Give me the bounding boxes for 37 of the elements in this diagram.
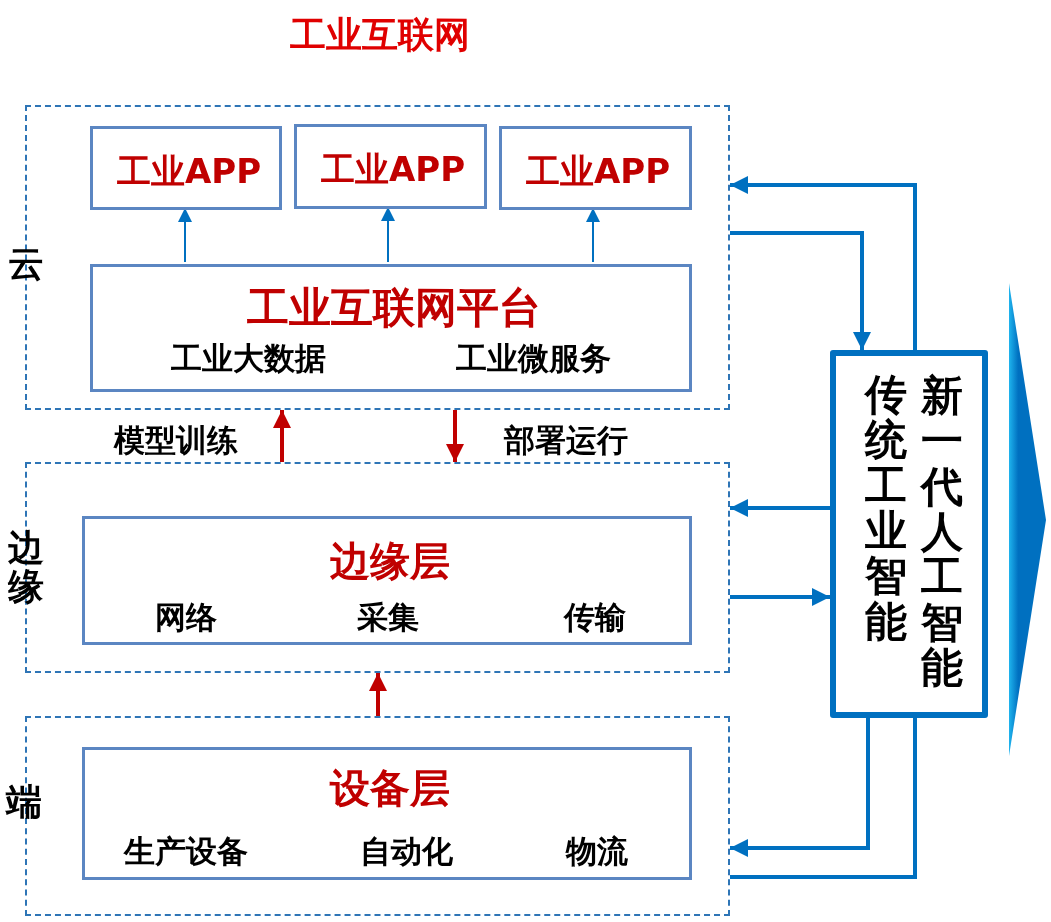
arrow: [730, 231, 871, 350]
item-label: 物流: [566, 835, 628, 867]
app-label: 工业APP: [116, 154, 262, 188]
app-box: [294, 124, 487, 209]
app-label: 工业APP: [320, 152, 466, 186]
item-label: 工业大数据: [170, 342, 326, 374]
item-label: 生产设备: [124, 835, 248, 867]
arrow: [730, 588, 830, 606]
box-title: 工业互联网平台: [247, 287, 541, 329]
vertical-label: 传统工业智能: [865, 371, 907, 645]
arrow: [730, 499, 830, 517]
ai-box: [830, 350, 988, 718]
app-label: 工业APP: [525, 154, 671, 188]
layer-box: [82, 516, 692, 645]
edge-label: 部署运行: [504, 424, 628, 456]
item-label: 网络: [155, 601, 217, 633]
arrow: [369, 673, 387, 716]
platform-box: [90, 264, 692, 392]
app-box: [90, 126, 282, 210]
edge-label: 模型训练: [114, 424, 238, 456]
arrow: [730, 176, 917, 350]
app-box: [499, 126, 692, 210]
arrow: [730, 718, 870, 857]
side-heading: 边缘: [8, 529, 44, 607]
arrow: [273, 410, 291, 462]
arrow: [446, 410, 464, 462]
side-heading: 云: [8, 246, 44, 282]
vertical-label: 新一代人工智能: [921, 373, 963, 691]
layer-box: [82, 747, 692, 880]
item-label: 采集: [357, 601, 419, 633]
item-label: 自动化: [359, 835, 453, 867]
item-label: 工业微服务: [455, 342, 611, 374]
item-label: 传输: [564, 601, 626, 633]
title: 工业互联网: [290, 17, 470, 53]
box-title: 边缘层: [330, 541, 450, 581]
box-title: 设备层: [330, 768, 450, 808]
side-heading: 端: [6, 784, 42, 820]
